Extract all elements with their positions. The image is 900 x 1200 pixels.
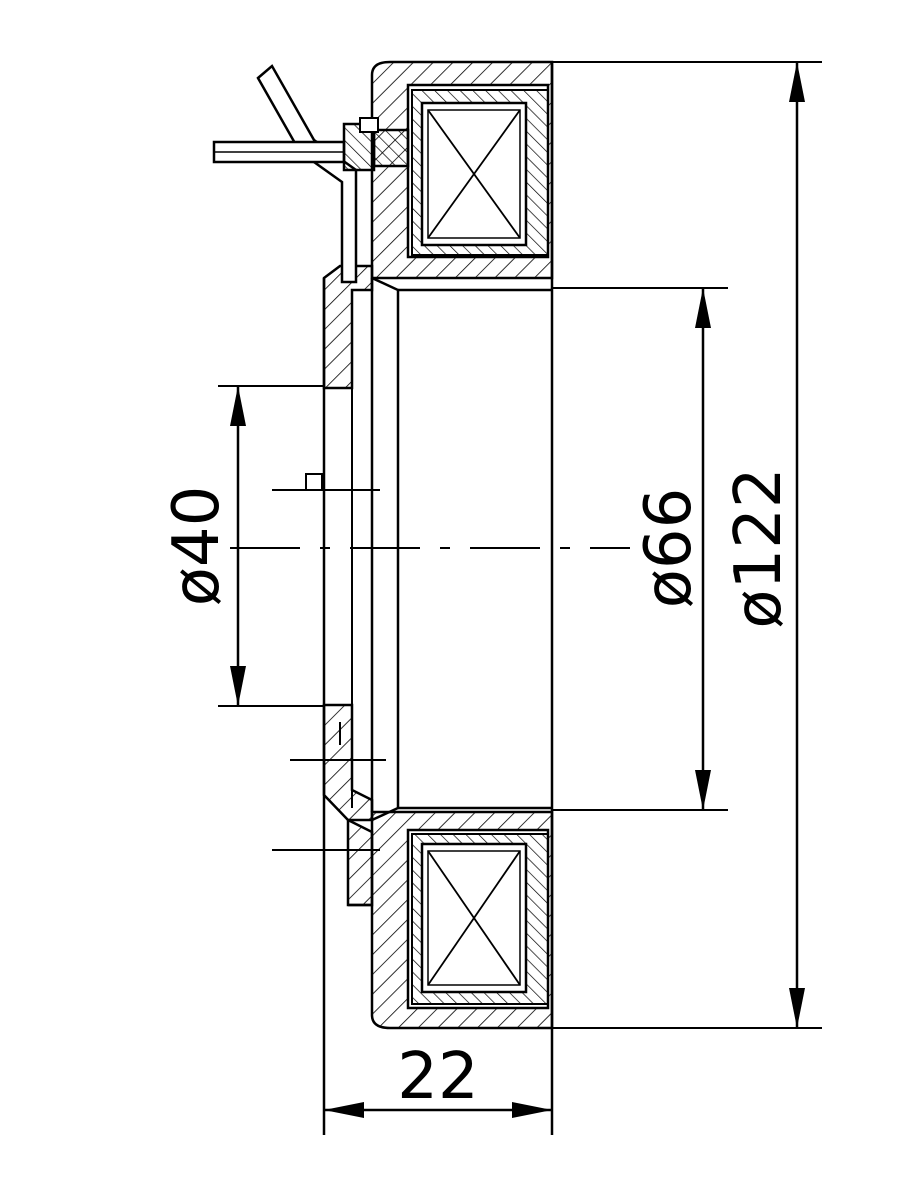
lead-wire bbox=[212, 64, 410, 284]
hub-sleeve bbox=[322, 264, 552, 907]
dimension-width: 22 bbox=[322, 818, 552, 1135]
dimension-width-label: 22 bbox=[397, 1040, 478, 1114]
housing-bottom bbox=[370, 810, 554, 1030]
housing-top bbox=[370, 60, 554, 280]
dimension-inner-bore: ø40 bbox=[160, 385, 324, 707]
dimension-outer-label: ø122 bbox=[722, 467, 796, 628]
reference-marks bbox=[272, 473, 386, 851]
dimension-outer: ø122 bbox=[552, 61, 822, 1029]
dimension-coil-inner: ø66 bbox=[552, 287, 728, 811]
dimension-coil-inner-label: ø66 bbox=[632, 488, 706, 609]
dimension-inner-bore-label: ø40 bbox=[160, 486, 234, 607]
